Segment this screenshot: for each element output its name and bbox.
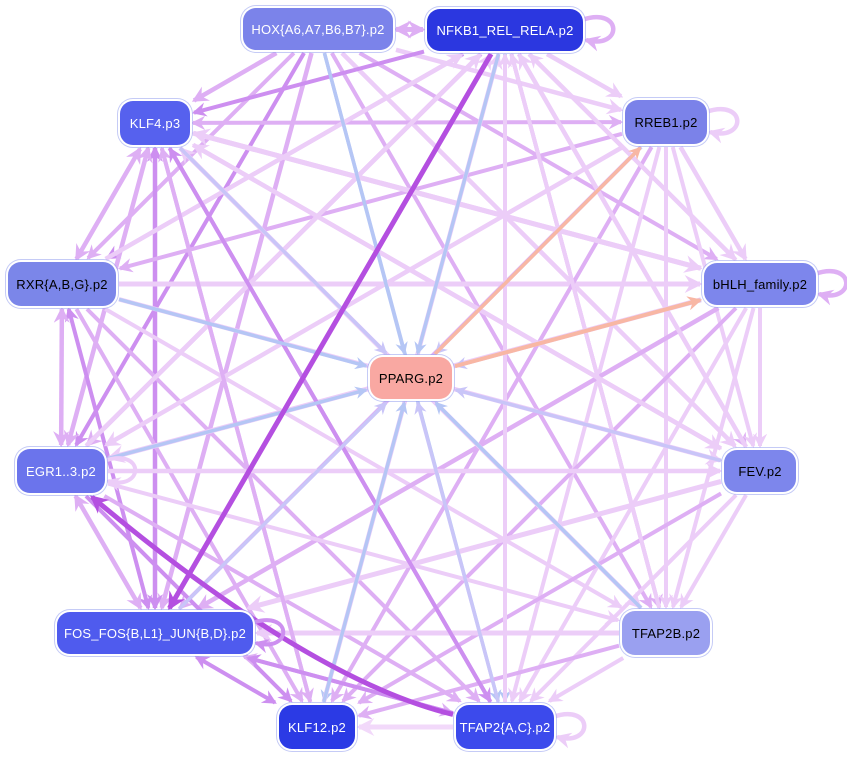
edge-hox-rreb1[interactable] <box>395 47 624 115</box>
edge-nfkb1-fos[interactable] <box>167 52 494 611</box>
edge-fev-fos[interactable] <box>245 479 722 613</box>
edge-rxr-egr1[interactable] <box>53 306 70 448</box>
edge-hox-klf4[interactable] <box>191 51 278 103</box>
edge-rxr-tfap2b[interactable] <box>104 307 623 609</box>
node-klf12[interactable]: KLF12.p2 <box>279 705 355 749</box>
self-loop-rreb1[interactable] <box>705 107 740 144</box>
node-label-hox: HOX{A6,A7,B6,B7}.p2 <box>251 21 385 37</box>
edge-egr1-pparg[interactable] <box>107 386 368 461</box>
edge-tfap2ac-pparg[interactable] <box>414 401 500 703</box>
node-label-tfap2ac: TFAP2{A,C}.p2 <box>459 719 551 735</box>
node-tfap2b[interactable]: TFAP2B.p2 <box>622 611 710 655</box>
edge-egr1-fos[interactable] <box>73 493 143 611</box>
edge-nfkb1-pparg[interactable] <box>414 53 501 355</box>
node-rreb1[interactable]: RREB1.p2 <box>625 100 707 144</box>
node-pparg[interactable]: PPARG.p2 <box>370 357 452 399</box>
node-nfkb1[interactable]: NFKB1_REL_RELA.p2 <box>427 9 583 51</box>
edge-klf4-pparg[interactable] <box>178 146 388 355</box>
edge-fos-pparg[interactable] <box>177 401 388 611</box>
self-loop-bhlh[interactable] <box>814 269 847 306</box>
edge-hox-pparg[interactable] <box>322 52 408 355</box>
edge-tfap2ac-klf4[interactable] <box>168 147 493 704</box>
edge-tfap2b-tfap2ac[interactable] <box>547 656 625 703</box>
edge-klf4-rreb1[interactable] <box>190 114 624 131</box>
edge-nfkb1-rreb1[interactable] <box>545 52 624 99</box>
self-loop-nfkb1[interactable] <box>581 15 616 52</box>
edge-bhlh-klf4[interactable] <box>191 128 702 271</box>
node-label-fev: FEV.p2 <box>738 463 782 479</box>
edge-pparg-bhlh[interactable] <box>454 296 703 369</box>
edge-fev-pparg[interactable] <box>454 386 722 463</box>
node-fev[interactable]: FEV.p2 <box>724 450 796 492</box>
node-fos[interactable]: FOS_FOS{B,L1}_JUN{B,D}.p2 <box>57 612 253 654</box>
edge-fev-klf4[interactable] <box>191 143 723 451</box>
edge-pparg-rreb1[interactable] <box>433 146 642 356</box>
node-label-nfkb1: NFKB1_REL_RELA.p2 <box>436 22 574 38</box>
node-label-rxr: RXR{A,B,G}.p2 <box>16 276 108 292</box>
self-loop-tfap2ac[interactable] <box>552 712 587 749</box>
node-tfap2ac[interactable]: TFAP2{A,C}.p2 <box>456 705 554 749</box>
edge-rreb1-egr1[interactable] <box>103 145 624 447</box>
edge-hox-tfap2b[interactable] <box>330 52 653 609</box>
node-klf4[interactable]: KLF4.p3 <box>120 101 190 145</box>
node-label-bhlh: bHLH_family.p2 <box>712 276 808 292</box>
node-rxr[interactable]: RXR{A,B,G}.p2 <box>8 262 116 306</box>
edge-tfap2ac-egr1[interactable] <box>89 495 454 717</box>
node-label-pparg: PPARG.p2 <box>378 370 444 386</box>
node-label-klf12: KLF12.p2 <box>288 719 346 735</box>
node-label-fos: FOS_FOS{B,L1}_JUN{B,D}.p2 <box>63 625 247 641</box>
self-loop-fos[interactable] <box>251 618 286 654</box>
node-hox[interactable]: HOX{A6,A7,B6,B7}.p2 <box>243 8 393 50</box>
node-label-egr1: EGR1..3.p2 <box>26 463 96 479</box>
edge-fev-nfkb1[interactable] <box>517 52 749 449</box>
edge-rxr-klf4[interactable] <box>74 146 142 262</box>
node-egr1[interactable]: EGR1..3.p2 <box>17 449 105 493</box>
edge-rxr-pparg[interactable] <box>118 297 368 370</box>
node-label-rreb1: RREB1.p2 <box>634 114 698 130</box>
node-label-tfap2b: TFAP2B.p2 <box>631 625 701 641</box>
edge-bhlh-fos[interactable] <box>196 306 720 610</box>
node-bhlh[interactable]: bHLH_family.p2 <box>704 263 816 305</box>
edge-nfkb1-klf4[interactable] <box>191 49 425 117</box>
edge-fev-tfap2b[interactable] <box>679 493 748 609</box>
edge-rreb1-bhlh[interactable] <box>678 145 748 262</box>
edge-klf12-pparg[interactable] <box>322 401 408 703</box>
edge-tfap2b-pparg[interactable] <box>434 401 643 610</box>
edge-tfap2b-klf12[interactable] <box>356 643 620 720</box>
node-label-klf4: KLF4.p3 <box>129 115 181 131</box>
self-loop-egr1[interactable] <box>103 456 138 492</box>
